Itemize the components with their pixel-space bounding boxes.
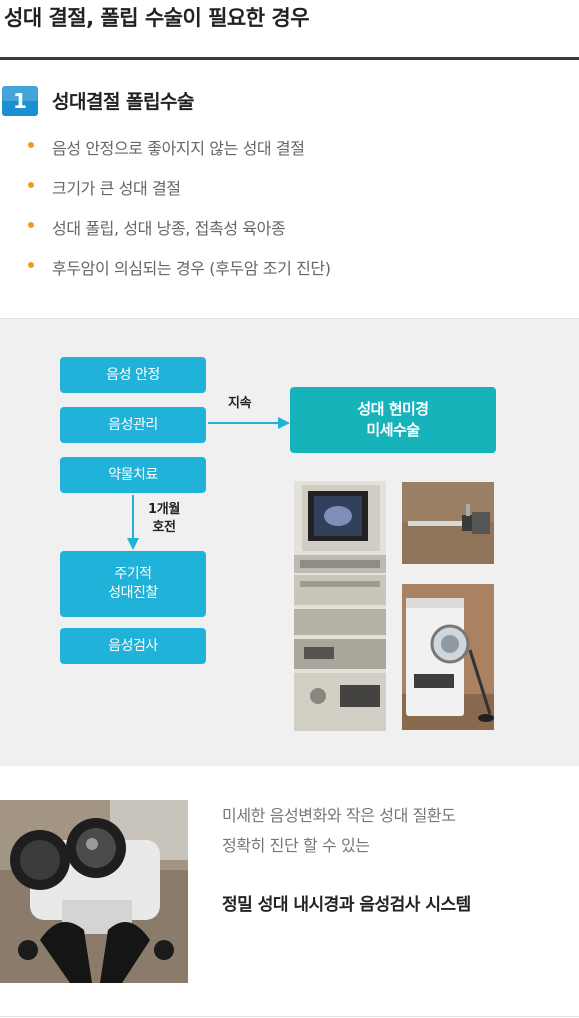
step-voice-test: 음성검사 — [60, 628, 206, 664]
list-item: 성대 폴립, 성대 낭종, 접촉성 육아종 — [0, 210, 579, 250]
step-medication: 약물치료 — [60, 457, 206, 493]
arrow-down-icon — [127, 538, 139, 550]
list-item-text: 성대 폴립, 성대 낭종, 접촉성 육아종 — [52, 219, 286, 238]
list-item: 크기가 큰 성대 결절 — [0, 170, 579, 210]
endoscopy-tower-photo — [294, 481, 386, 731]
list-item: 음성 안정으로 좋아지지 않는 성대 결절 — [0, 130, 579, 170]
list-item: 후두암이 의심되는 경우 (후두암 조기 진단) — [0, 250, 579, 290]
divider — [0, 1016, 579, 1017]
description-line-1: 미세한 음성변화와 작은 성대 질환도 — [222, 806, 456, 825]
microscope-photo — [0, 800, 188, 983]
bullet-dot-icon — [28, 262, 34, 268]
bullet-dot-icon — [28, 182, 34, 188]
system-title: 정밀 성대 내시경과 음성검사 시스템 — [222, 895, 471, 915]
treatment-flow-diagram: 음성 안정 음성관리 약물치료 주기적 성대진찰 음성검사 지속 1개월 호전 … — [0, 318, 579, 766]
description-line-2: 정확히 진단 할 수 있는 — [222, 836, 370, 855]
section-title: 성대결절 폴립수술 — [52, 91, 194, 113]
step-voice-care: 음성관리 — [60, 407, 206, 443]
list-item-text: 후두암이 의심되는 경우 (후두암 조기 진단) — [52, 259, 331, 278]
page-title: 성대 결절, 폴립 수술이 필요한 경우 — [4, 6, 310, 30]
arrow-right-icon — [278, 417, 290, 429]
microsurgery-box: 성대 현미경 미세수술 — [290, 387, 496, 453]
step-periodic-exam: 주기적 성대진찰 — [60, 551, 206, 617]
ongoing-label: 지속 — [228, 396, 252, 411]
bullet-dot-icon — [28, 142, 34, 148]
list-item-text: 크기가 큰 성대 결절 — [52, 179, 181, 198]
interval-label: 1개월 호전 — [148, 502, 181, 535]
indication-list: 음성 안정으로 좋아지지 않는 성대 결절 크기가 큰 성대 결절 성대 폴립,… — [0, 130, 579, 290]
flow-arrows — [127, 417, 290, 550]
rigid-scope-photo — [402, 482, 494, 564]
section-heading: 1 성대결절 폴립수술 — [0, 84, 579, 116]
page-header: 성대 결절, 폴립 수술이 필요한 경우 — [0, 0, 579, 60]
section-number-badge: 1 — [2, 86, 38, 116]
bullet-dot-icon — [28, 222, 34, 228]
light-source-photo — [402, 584, 494, 730]
step-voice-rest: 음성 안정 — [60, 357, 206, 393]
list-item-text: 음성 안정으로 좋아지지 않는 성대 결절 — [52, 139, 305, 158]
system-intro: 미세한 음성변화와 작은 성대 질환도 정확히 진단 할 수 있는 정밀 성대 … — [0, 766, 579, 1018]
